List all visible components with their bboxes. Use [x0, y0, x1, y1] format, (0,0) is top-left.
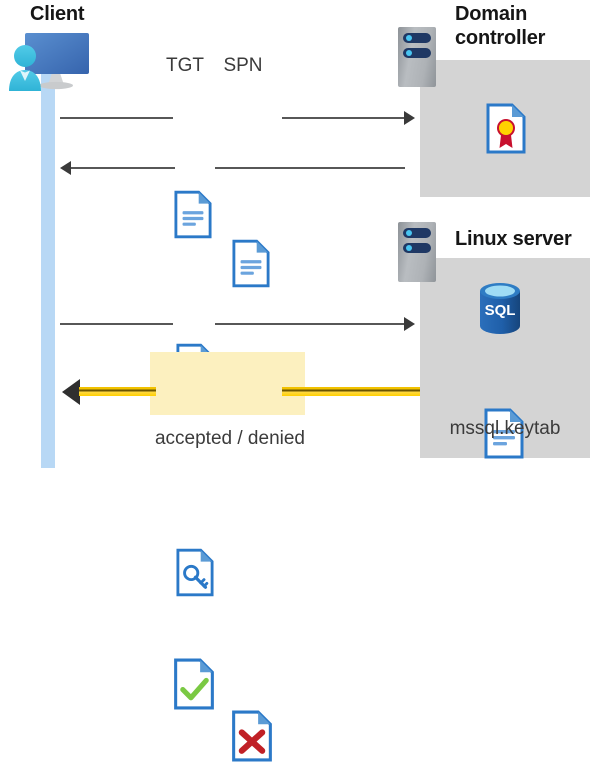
domain-controller-title: Domain controller — [455, 3, 546, 49]
auth-result-arrowhead — [62, 379, 80, 405]
auth-result-line — [79, 387, 156, 396]
keytab-label: mssql.keytab — [449, 418, 561, 439]
key-request-line — [60, 323, 173, 325]
tgt-spn-request-arrowhead — [404, 111, 415, 125]
key-document-icon — [176, 548, 214, 597]
sql-database-icon: SQL — [477, 281, 523, 336]
rack-bay — [403, 243, 431, 253]
server-rack-icon — [398, 222, 436, 282]
tgt-spn-request-line — [282, 117, 404, 119]
key-response-arrowhead — [60, 161, 71, 175]
spn-document-icon — [232, 239, 270, 288]
key-response-line — [71, 167, 175, 169]
auth-result-label: accepted / denied — [154, 428, 305, 449]
tgt-label: TGT — [166, 55, 204, 76]
rack-led — [406, 245, 412, 251]
rack-bay — [403, 228, 431, 238]
client-lifeline — [41, 70, 55, 468]
certificate-document-icon — [486, 103, 526, 154]
spn-label: SPN — [223, 55, 263, 76]
rack-bay — [403, 33, 431, 43]
rack-led — [406, 50, 412, 56]
keytab-document-icon — [484, 408, 524, 459]
key-response-line — [215, 167, 405, 169]
rack-bay — [403, 48, 431, 58]
denied-document-icon — [231, 710, 273, 762]
server-rack-icon — [398, 27, 436, 87]
auth-result-line — [282, 387, 420, 396]
rack-led — [406, 35, 412, 41]
client-title: Client — [30, 3, 85, 25]
auth-result-highlight — [150, 352, 305, 415]
svg-text:SQL: SQL — [485, 302, 516, 319]
key-request-line — [215, 323, 404, 325]
tgt-document-icon — [174, 190, 212, 239]
tgt-spn-request-line — [60, 117, 173, 119]
kerberos-authentication-diagram: Client — [4, 3, 590, 762]
client-workstation-icon — [4, 25, 90, 93]
key-request-arrowhead — [404, 317, 415, 331]
rack-led — [406, 230, 412, 236]
accepted-document-icon — [173, 658, 215, 710]
linux-server-title: Linux server — [455, 228, 572, 250]
